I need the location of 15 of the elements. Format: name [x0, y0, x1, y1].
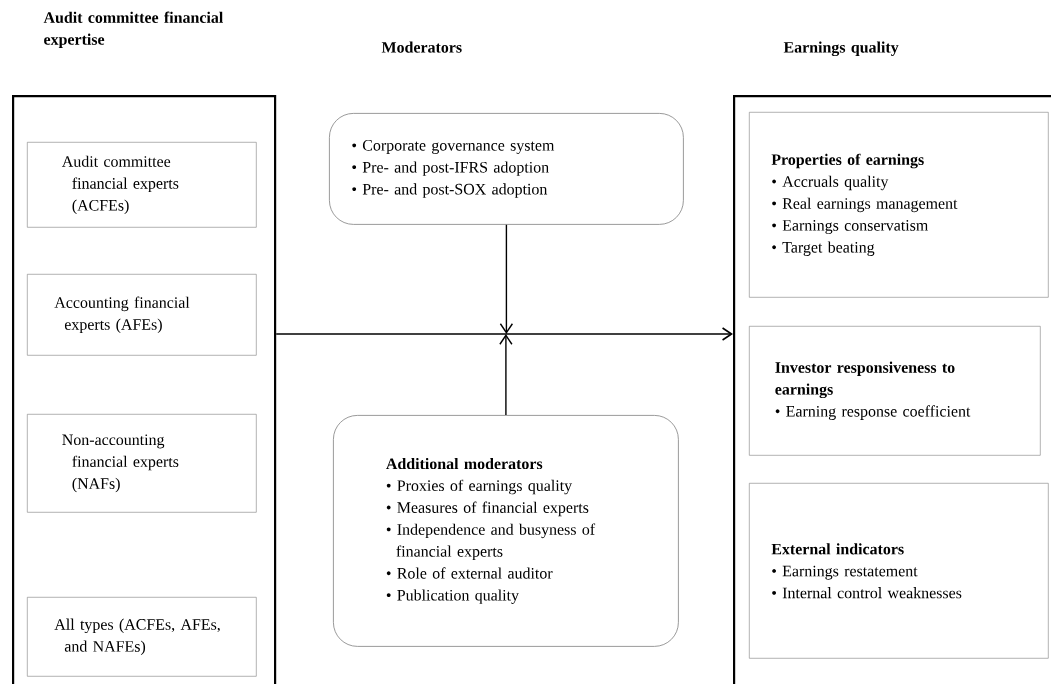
text-box: Non-accounting financial experts (NAFs) [27, 414, 257, 513]
rounded-box: Additional moderators • Proxies of earnings quality • Measures of financial experts • Independence and busyness of financial experts • Role of external auditor • Publication quality [333, 415, 679, 647]
column-heading: Moderators [381, 41, 462, 53]
node-label: Earnings quality [783, 41, 899, 57]
arrow [499, 224, 514, 334]
arrow [499, 334, 513, 416]
text-box: All types (ACFEs, AFEs, and NAFEs) [27, 597, 257, 677]
text-box: Accounting financial experts (AFEs) [27, 274, 257, 356]
arrow [275, 327, 733, 341]
text-box: External indicators • Earnings restatement • Internal control weaknesses [749, 483, 1049, 659]
rounded-box: • Corporate governance system • Pre- and post-IFRS adoption • Pre- and post-SOX adoption [329, 113, 684, 225]
text-box: Properties of earnings • Accruals quality • Real earnings management • Earnings conservatism • Target beating [749, 112, 1049, 298]
text-box: Investor responsiveness to earnings • Earning response coefficient [749, 326, 1041, 456]
node-label: Audit committee financial expertise [43, 11, 223, 49]
text-box: Audit committee financial experts (ACFEs) [27, 142, 257, 228]
